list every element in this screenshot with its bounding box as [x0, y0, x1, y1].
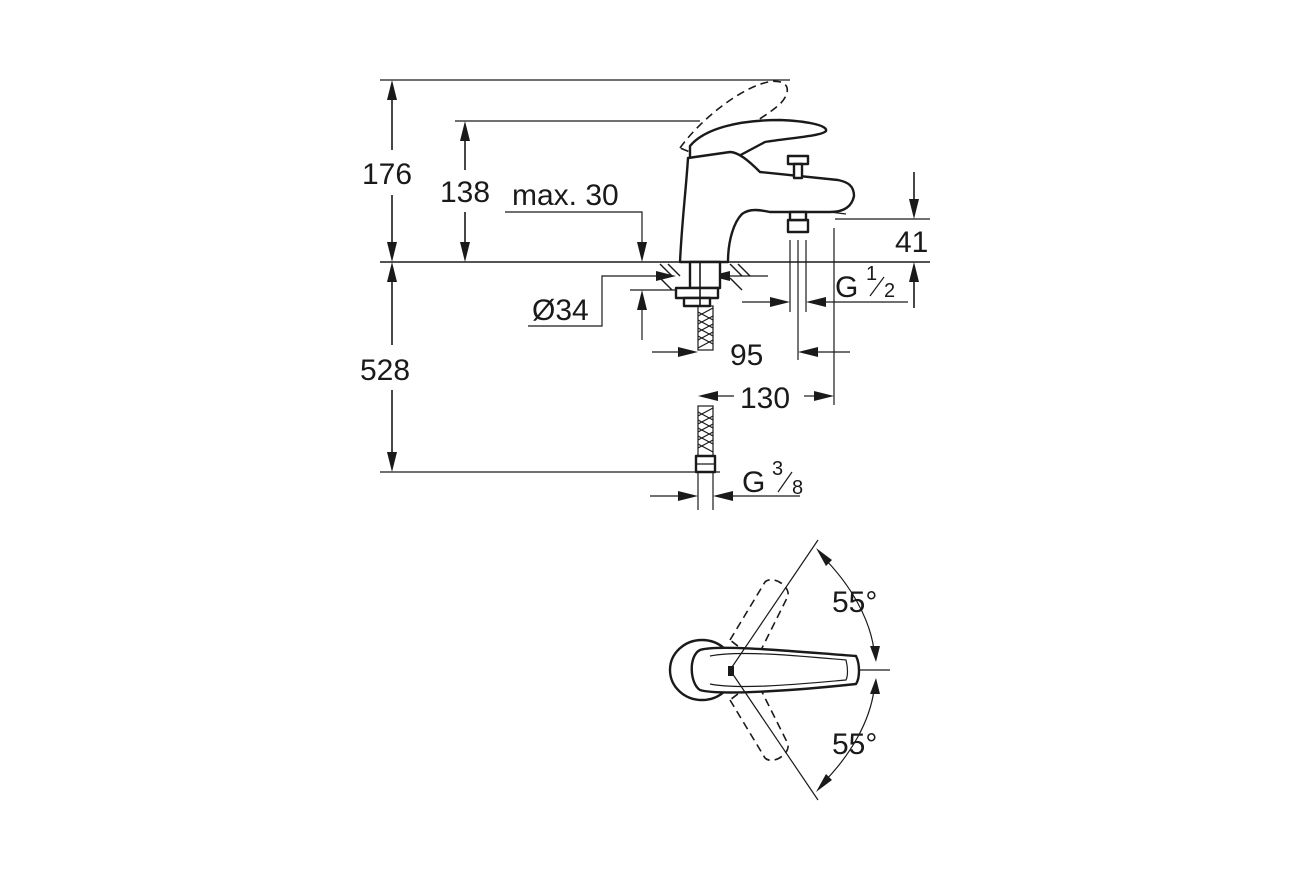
dimension-g-three-eighths: G 3 8	[650, 458, 803, 510]
lever-top	[690, 646, 861, 694]
thread-outlet-letter: G	[835, 271, 858, 304]
dimension-95: 95	[652, 240, 850, 372]
thread-outlet-den: 2	[884, 280, 895, 302]
spout-offset-label: 95	[730, 339, 763, 372]
diverter-stem	[792, 162, 804, 180]
supply-hose	[694, 305, 717, 474]
dimension-130: 130	[698, 228, 835, 415]
side-view: 176 138 max. 30 41	[360, 79, 930, 510]
hole-diameter-label: Ø34	[532, 294, 589, 327]
lever-rotated-down	[728, 678, 789, 762]
hose-length-label: 528	[360, 354, 410, 387]
thread-outlet-num: 1	[866, 263, 877, 285]
thread-inlet-letter: G	[742, 466, 765, 499]
spout-height-label: 41	[895, 226, 928, 259]
angle-lower-label: 55°	[832, 728, 877, 761]
dimension-g-half: G 1 2	[742, 240, 908, 312]
dimension-528: 528	[360, 266, 410, 472]
mounting-hardware	[659, 260, 751, 308]
lever-rotated-up	[728, 578, 789, 662]
height-lever-label: 138	[440, 176, 490, 209]
shower-outlet	[786, 218, 810, 234]
faucet-body	[678, 80, 856, 264]
height-total-label: 176	[362, 158, 412, 191]
dimension-176: 176	[362, 80, 412, 282]
thread-inlet-den: 8	[792, 477, 803, 499]
max-thickness-label: max. 30	[512, 179, 619, 212]
angle-ray-upper	[729, 539, 819, 671]
spout-reach-label: 130	[740, 382, 790, 415]
dimension-max30: max. 30	[505, 179, 690, 340]
top-view: 55° 55°	[668, 539, 890, 801]
angle-ray-lower	[729, 669, 819, 801]
thread-inlet-num: 3	[772, 458, 783, 480]
dimension-41: 41	[895, 172, 928, 308]
dimension-138: 138	[440, 121, 490, 262]
angle-upper-label: 55°	[832, 586, 877, 619]
